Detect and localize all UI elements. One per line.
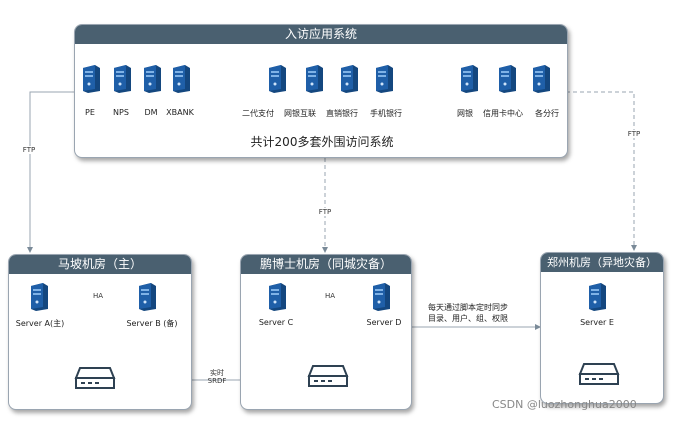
ftp-right-label: FTP bbox=[627, 130, 641, 138]
system-label-nps: NPS bbox=[113, 108, 129, 117]
system-label-direct-bank: 直销银行 bbox=[326, 109, 358, 118]
access-systems-title: 入访应用系统 bbox=[75, 25, 567, 44]
storage-backup-icon bbox=[307, 362, 349, 388]
system-label-xbank: XBANK bbox=[166, 108, 194, 117]
dc-remote-title: 郑州机房（异地灾备） bbox=[541, 253, 663, 272]
system-label-mobile-bank: 手机银行 bbox=[370, 109, 402, 118]
watermark: CSDN @luozhonghua2000 bbox=[492, 398, 637, 411]
srdf-label-1: 实时 bbox=[210, 369, 224, 377]
server-icon-ibps bbox=[303, 64, 325, 94]
server-icon-credit-card bbox=[496, 64, 518, 94]
server-a-icon bbox=[28, 282, 50, 312]
system-label-pe: PE bbox=[85, 108, 95, 117]
server-b-label: Server B (备) bbox=[126, 319, 178, 328]
dc-backup-title: 鹏博士机房（同城灾备） bbox=[241, 255, 411, 274]
server-icon-nps bbox=[111, 64, 133, 94]
ftp-right-line bbox=[566, 91, 637, 251]
sync-label-2: 目录、用户、组、权限 bbox=[428, 314, 508, 323]
storage-remote-icon bbox=[578, 360, 620, 386]
system-label-dm: DM bbox=[144, 108, 158, 117]
server-icon-branches bbox=[530, 64, 552, 94]
top-footer-text: 共计200多套外围访问系统 bbox=[250, 135, 394, 149]
server-e-label: Server E bbox=[580, 318, 614, 327]
server-icon-pe bbox=[80, 64, 102, 94]
server-c-icon bbox=[266, 282, 288, 312]
server-a-label: Server A(主) bbox=[15, 319, 65, 328]
sync-label-1: 每天通过脚本定时同步 bbox=[428, 303, 508, 312]
server-c-label: Server C bbox=[258, 318, 294, 327]
server-b-icon bbox=[136, 282, 158, 312]
system-label-branches: 各分行 bbox=[535, 109, 559, 118]
ftp-mid-label: FTP bbox=[318, 208, 332, 216]
system-label-cnaps2: 二代支付 bbox=[242, 109, 274, 118]
dc-main-title: 马坡机房（主） bbox=[9, 255, 191, 274]
server-icon-mobile-bank bbox=[373, 64, 395, 94]
srdf-label-2: SRDF bbox=[207, 377, 227, 385]
system-label-ebank: 网银 bbox=[457, 109, 473, 118]
server-e-icon bbox=[586, 282, 608, 312]
ha-left-label: HA bbox=[92, 292, 104, 300]
server-d-label: Server D bbox=[366, 318, 402, 327]
dc-main-panel: 马坡机房（主） bbox=[8, 254, 192, 410]
ftp-left-line bbox=[27, 91, 76, 253]
server-icon-direct-bank bbox=[338, 64, 360, 94]
ha-mid-label: HA bbox=[324, 292, 336, 300]
server-icon-dm bbox=[141, 64, 163, 94]
ftp-left-label: FTP bbox=[22, 146, 36, 154]
server-d-icon bbox=[370, 282, 392, 312]
server-icon-cnaps2 bbox=[266, 64, 288, 94]
server-icon-ebank bbox=[458, 64, 480, 94]
server-icon-xbank bbox=[170, 64, 192, 94]
system-label-credit-card: 信用卡中心 bbox=[483, 109, 523, 118]
system-label-ibps: 网银互联 bbox=[284, 109, 316, 118]
storage-main-icon bbox=[74, 364, 116, 390]
